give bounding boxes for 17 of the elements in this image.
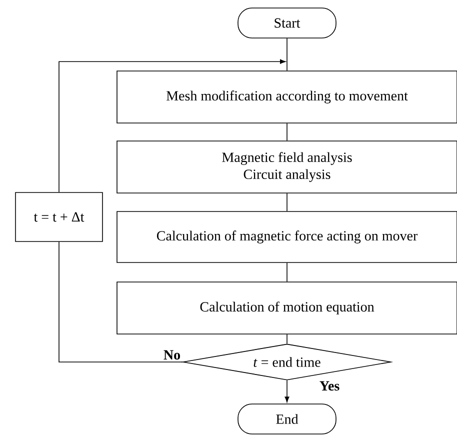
connector-line: [58, 242, 183, 362]
process-box: Magnetic field analysis Circuit analysis: [116, 140, 457, 194]
arrow: [58, 59, 286, 192]
process-box: Calculation of motion equation: [116, 282, 457, 334]
process-box: Mesh modification according to movement: [116, 70, 457, 124]
edge-label: Yes: [320, 381, 340, 391]
connector-line: [286, 123, 288, 141]
process-box: t = t + Δt: [15, 192, 103, 242]
edge-label: No: [164, 350, 180, 360]
process-box: Calculation of magnetic force acting on mover: [116, 211, 457, 263]
end-terminal: End: [238, 404, 336, 434]
start-terminal: Start: [238, 8, 336, 38]
connector-line: [286, 262, 288, 282]
arrow: [284, 380, 290, 402]
connector-line: [286, 193, 288, 212]
connector-line: [286, 334, 288, 344]
connector-line: [286, 38, 288, 71]
